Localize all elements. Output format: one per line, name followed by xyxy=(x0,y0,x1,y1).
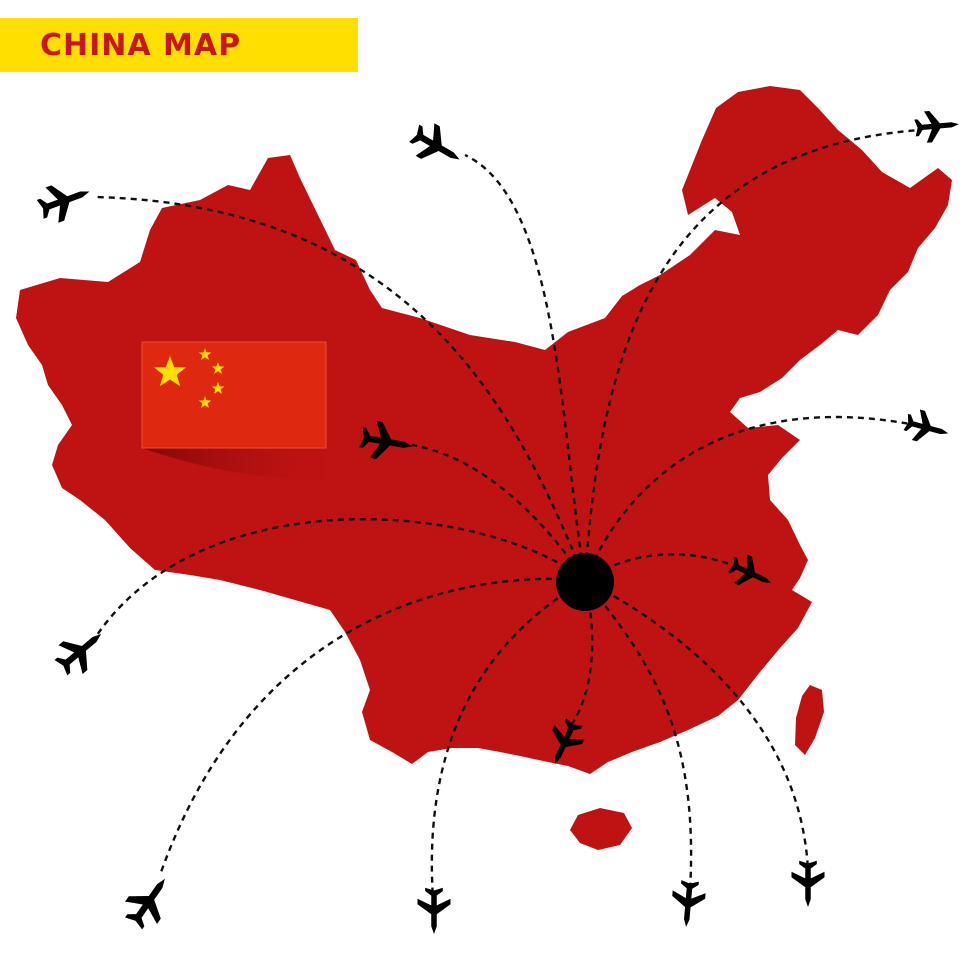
airplane-icon xyxy=(669,879,707,929)
route-south-mid xyxy=(430,578,586,899)
route-north xyxy=(464,153,587,581)
china-mainland xyxy=(16,86,952,774)
airplane-icon xyxy=(117,867,181,935)
flag-small-star-1 xyxy=(198,348,212,360)
route-south-far-west xyxy=(158,577,586,876)
route-south-far-east xyxy=(584,578,810,871)
route-east xyxy=(583,415,916,581)
airplane-icon xyxy=(33,173,96,228)
map-title: CHINA MAP xyxy=(40,27,242,63)
route-west-top xyxy=(94,195,587,581)
china-flag-icon xyxy=(141,341,340,481)
taiwan-island xyxy=(795,685,824,755)
airplane-icon xyxy=(901,406,953,449)
hub-dot-icon xyxy=(556,553,614,611)
route-south-east xyxy=(584,579,693,891)
airplane-icon xyxy=(791,860,825,907)
flag-small-star-3 xyxy=(211,382,225,394)
airplane-icon xyxy=(913,108,961,144)
airplane-icon xyxy=(48,619,114,683)
airplane-icon xyxy=(417,887,451,934)
hainan-island xyxy=(570,808,632,850)
route-southwest xyxy=(94,518,586,639)
title-banner: CHINA MAP xyxy=(0,18,358,72)
airplane-icon xyxy=(404,117,470,176)
flag-small-star-2 xyxy=(211,362,225,374)
route-northeast xyxy=(583,128,921,581)
flag-small-star-4 xyxy=(198,396,212,408)
route-west-mid xyxy=(411,443,586,581)
flag-big-star xyxy=(154,356,186,387)
